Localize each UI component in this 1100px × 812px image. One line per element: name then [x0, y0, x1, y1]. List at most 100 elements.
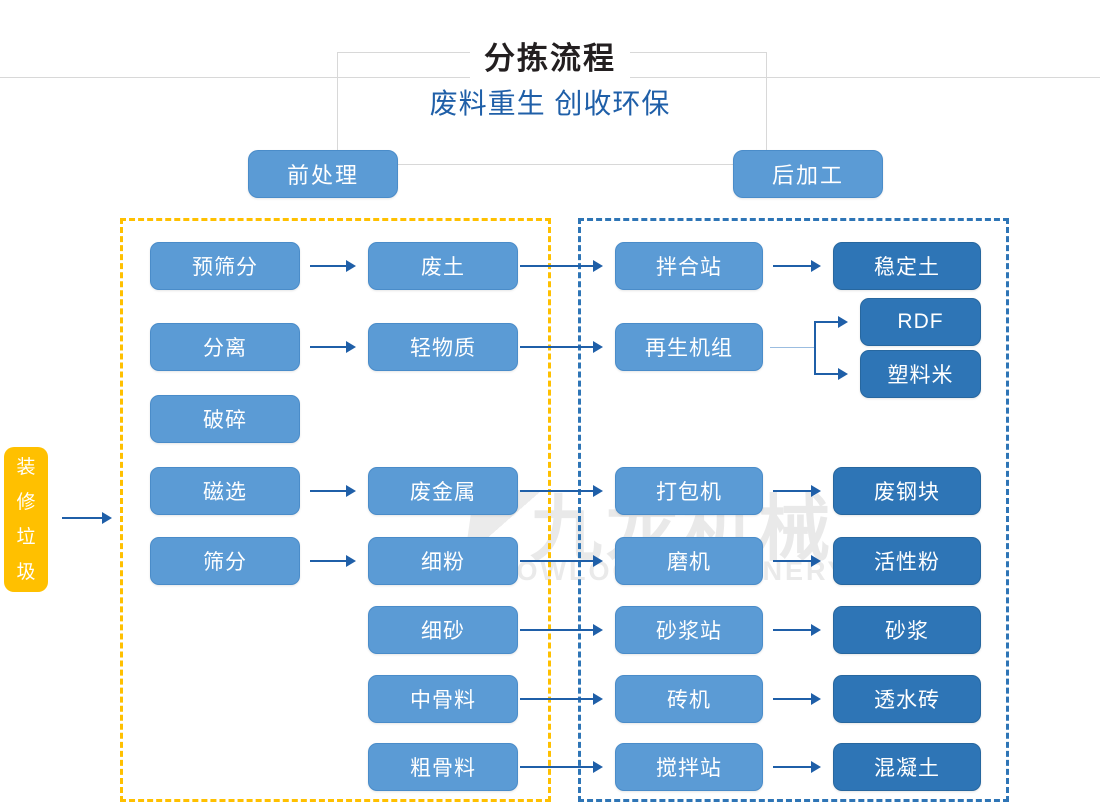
node-grinder: 磨机 — [615, 537, 763, 585]
arrow-mortar-station-to-mortar — [773, 629, 813, 631]
node-concrete: 混凝土 — [833, 743, 981, 791]
arrow-source-to-pre — [62, 517, 104, 519]
arrow-mortar-station-to-mortar-head — [811, 624, 821, 636]
node-concrete-station-label: 搅拌站 — [656, 757, 722, 780]
arrow-magnetic-separation-to-scrap-metal — [310, 490, 348, 492]
node-coarse-aggregate: 粗骨料 — [368, 743, 518, 791]
arrow-light-material-to-recycling-unit-head — [593, 341, 603, 353]
node-scrap-steel-block-label: 废钢块 — [874, 481, 940, 504]
arrow-recycling-unit-branch-bus — [814, 322, 816, 374]
arrow-baler-to-scrap-steel-block — [773, 490, 813, 492]
arrow-waste-soil-to-mixing-station — [520, 265, 595, 267]
node-concrete-station: 搅拌站 — [615, 743, 763, 791]
section-label-post-process-text: 后加工 — [771, 163, 844, 188]
arrow-recycling-unit-to-rdf — [814, 321, 840, 323]
node-brick-machine: 砖机 — [615, 675, 763, 723]
node-plastic-pellets: 塑料米 — [860, 350, 981, 398]
node-fine-sand: 细砂 — [368, 606, 518, 654]
node-active-powder-label: 活性粉 — [874, 551, 940, 574]
node-magnetic-separation-label: 磁选 — [203, 481, 247, 504]
node-active-powder: 活性粉 — [833, 537, 981, 585]
node-mortar-label: 砂浆 — [885, 620, 929, 643]
node-magnetic-separation: 磁选 — [150, 467, 300, 515]
node-crushing-label: 破碎 — [203, 409, 247, 432]
node-stabilized-soil: 稳定土 — [833, 242, 981, 290]
page-subtitle: 废料重生 创收环保 — [0, 84, 1100, 124]
node-medium-aggregate-label: 中骨料 — [410, 689, 476, 712]
arrow-separation-to-light-material-head — [346, 341, 356, 353]
arrow-recycling-unit-to-plastic-pellets-head — [838, 368, 848, 380]
node-scrap-steel-block: 废钢块 — [833, 467, 981, 515]
arrow-coarse-aggregate-to-concrete-station — [520, 766, 595, 768]
arrow-pre-screening-to-waste-soil — [310, 265, 348, 267]
arrow-recycling-unit-to-plastic-pellets — [814, 373, 840, 375]
page-title: 分拣流程 — [0, 38, 1100, 80]
arrow-sieving-to-fine-powder-head — [346, 555, 356, 567]
node-light-material: 轻物质 — [368, 323, 518, 371]
post-process-group-boundary — [578, 218, 1009, 802]
pre-process-group-boundary — [120, 218, 551, 802]
arrow-concrete-station-to-concrete — [773, 766, 813, 768]
node-rdf-label: RDF — [897, 310, 944, 333]
node-mixing-station: 拌合站 — [615, 242, 763, 290]
node-mixing-station-label: 拌合站 — [656, 256, 722, 279]
arrow-brick-machine-to-permeable-brick — [773, 698, 813, 700]
node-mortar: 砂浆 — [833, 606, 981, 654]
node-concrete-label: 混凝土 — [874, 757, 940, 780]
page-subtitle-text: 废料重生 创收环保 — [413, 84, 687, 124]
node-scrap-metal: 废金属 — [368, 467, 518, 515]
arrow-fine-sand-to-mortar-station-head — [593, 624, 603, 636]
arrow-mixing-station-to-stabilized-soil-head — [811, 260, 821, 272]
node-baler: 打包机 — [615, 467, 763, 515]
source-node-decoration-waste: 装修垃圾 — [4, 447, 48, 592]
arrow-medium-aggregate-to-brick-machine — [520, 698, 595, 700]
node-pre-screening-label: 预筛分 — [192, 256, 258, 279]
arrow-baler-to-scrap-steel-block-head — [811, 485, 821, 497]
node-mortar-station: 砂浆站 — [615, 606, 763, 654]
node-light-material-label: 轻物质 — [410, 337, 476, 360]
arrow-fine-sand-to-mortar-station — [520, 629, 595, 631]
node-scrap-metal-label: 废金属 — [410, 481, 476, 504]
node-medium-aggregate: 中骨料 — [368, 675, 518, 723]
arrow-concrete-station-to-concrete-head — [811, 761, 821, 773]
node-permeable-brick-label: 透水砖 — [874, 689, 940, 712]
node-baler-label: 打包机 — [656, 481, 722, 504]
page-title-text: 分拣流程 — [470, 38, 630, 80]
node-waste-soil: 废土 — [368, 242, 518, 290]
node-sieving-label: 筛分 — [203, 551, 247, 574]
node-fine-powder-label: 细粉 — [421, 551, 465, 574]
node-recycling-unit-label: 再生机组 — [645, 337, 733, 360]
arrow-grinder-to-active-powder — [773, 560, 813, 562]
arrow-light-material-to-recycling-unit — [520, 346, 595, 348]
arrow-recycling-unit-to-rdf-head — [838, 316, 848, 328]
section-label-post-process: 后加工 — [733, 150, 883, 198]
node-crushing: 破碎 — [150, 395, 300, 443]
node-pre-screening: 预筛分 — [150, 242, 300, 290]
arrow-mixing-station-to-stabilized-soil — [773, 265, 813, 267]
node-fine-sand-label: 细砂 — [421, 620, 465, 643]
arrow-magnetic-separation-to-scrap-metal-head — [346, 485, 356, 497]
node-separation: 分离 — [150, 323, 300, 371]
arrow-coarse-aggregate-to-concrete-station-head — [593, 761, 603, 773]
arrow-scrap-metal-to-baler-head — [593, 485, 603, 497]
node-permeable-brick: 透水砖 — [833, 675, 981, 723]
section-label-pre-process: 前处理 — [248, 150, 398, 198]
arrow-fine-powder-to-grinder-head — [593, 555, 603, 567]
node-grinder-label: 磨机 — [667, 551, 711, 574]
arrow-grinder-to-active-powder-head — [811, 555, 821, 567]
node-plastic-pellets-label: 塑料米 — [887, 364, 954, 387]
arrow-fine-powder-to-grinder — [520, 560, 595, 562]
node-recycling-unit: 再生机组 — [615, 323, 763, 371]
source-node-label: 装修垃圾 — [16, 456, 36, 583]
arrow-separation-to-light-material — [310, 346, 348, 348]
arrow-source-to-pre-head — [102, 512, 112, 524]
node-rdf: RDF — [860, 298, 981, 346]
arrow-waste-soil-to-mixing-station-head — [593, 260, 603, 272]
section-label-pre-process-text: 前处理 — [286, 163, 359, 188]
node-coarse-aggregate-label: 粗骨料 — [410, 757, 476, 780]
arrow-scrap-metal-to-baler — [520, 490, 595, 492]
node-separation-label: 分离 — [203, 337, 247, 360]
arrow-pre-screening-to-waste-soil-head — [346, 260, 356, 272]
arrow-medium-aggregate-to-brick-machine-head — [593, 693, 603, 705]
